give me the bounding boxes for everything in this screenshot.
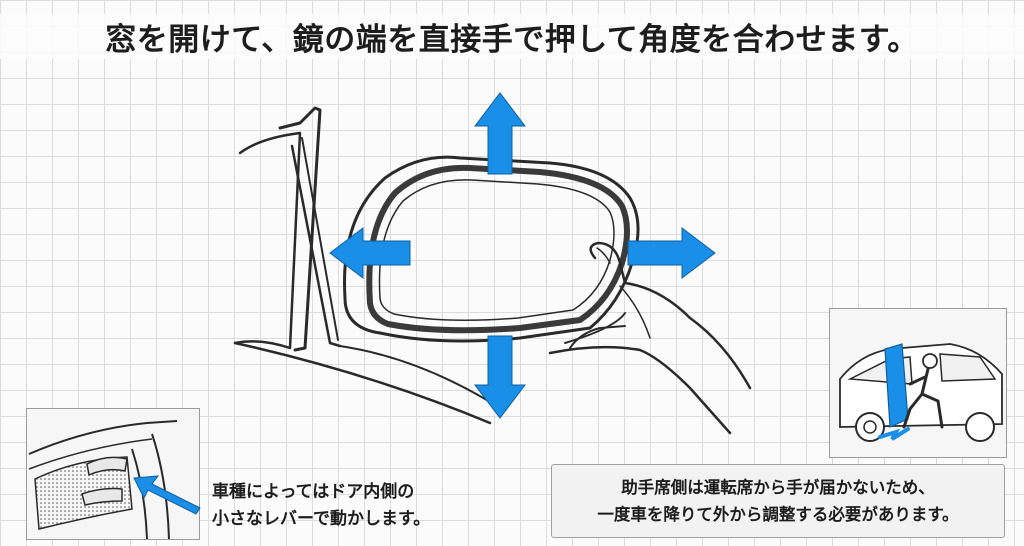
door-lever-panel [26, 408, 200, 540]
passenger-side-caption: 助手席側は運転席から手が届かないため、 一度車を降りて外から調整する必要がありま… [552, 465, 1004, 528]
pointer-arrow-icon [133, 475, 201, 515]
arrow-down-icon [473, 335, 527, 419]
passenger-side-panel [829, 308, 1007, 458]
door-lever-caption: 車種によってはドア内側の 小さなレバーで動かします。 [212, 479, 472, 533]
arrow-up-icon [473, 92, 527, 175]
passenger-side-caption-line1: 助手席側は運転席から手が届かないため、 [621, 478, 935, 497]
door-lever-caption-line2: 小さなレバーで動かします。 [212, 509, 431, 529]
door-frame-line [233, 131, 302, 350]
arrow-left-icon [329, 226, 411, 280]
passenger-side-caption-line2: 一度車を降りて外から調整する必要があります。 [597, 505, 959, 524]
door-lever-caption-line1: 車種によってはドア内側の [212, 482, 415, 502]
passenger-exit-illustration [839, 343, 1003, 442]
side-mirror-illustration [233, 92, 752, 435]
door-lever-illustration [28, 420, 178, 540]
passenger-side-caption-box: 助手席側は運転席から手が届かないため、 一度車を降りて外から調整する必要がありま… [551, 464, 1005, 538]
arrow-right-icon [627, 226, 716, 280]
page-title: 窓を開けて、鏡の端を直接手で押して角度を合わせます。 [0, 14, 1024, 59]
